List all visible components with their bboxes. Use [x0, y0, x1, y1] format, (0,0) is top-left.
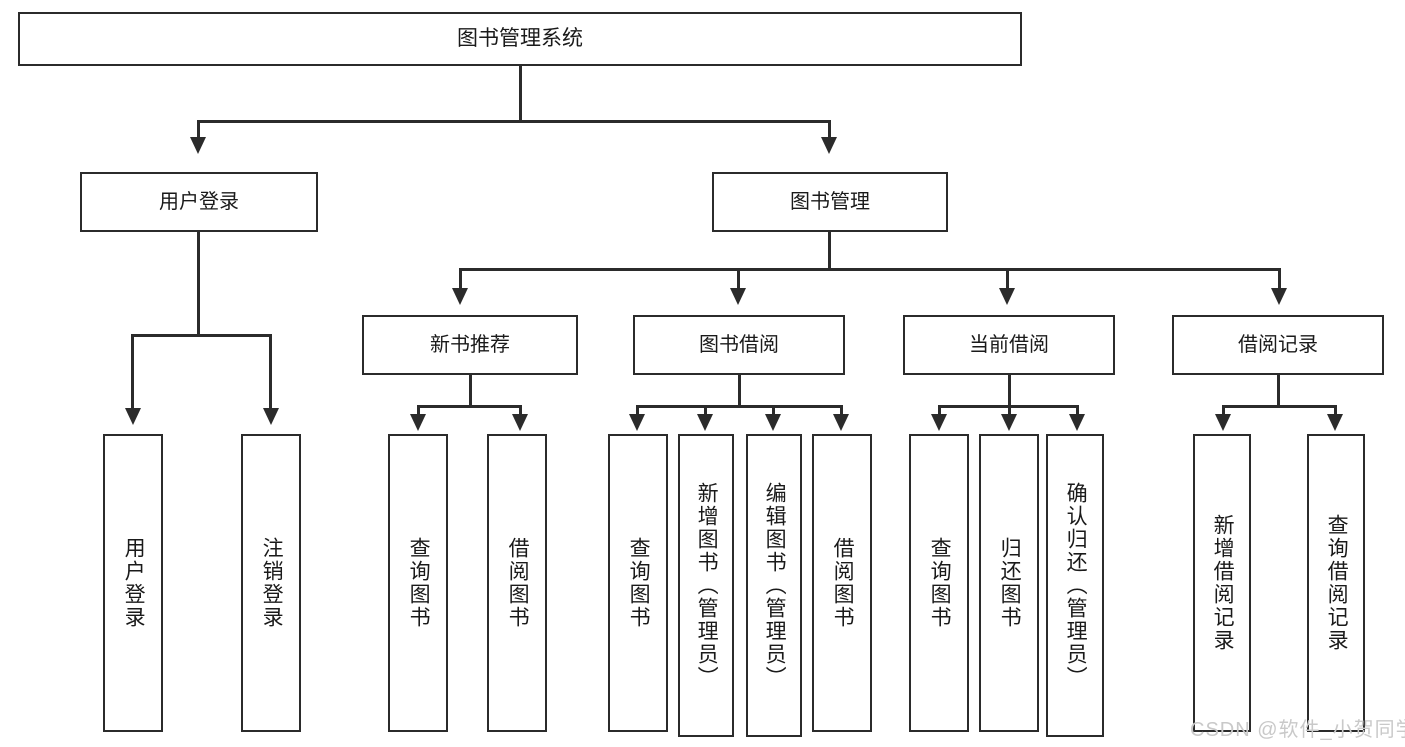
- connector-bookmanage-drop-2: [737, 268, 740, 290]
- leaf-new-book-rec-1-label: 查询图书: [407, 537, 431, 629]
- connector-currentborrow-drop-2: [1008, 405, 1011, 417]
- leaf-book-borrow-1[interactable]: 查询图书: [608, 434, 668, 732]
- leaf-book-borrow-2[interactable]: 新增图书（管理员）: [678, 434, 734, 737]
- node-borrow-record[interactable]: 借阅记录: [1172, 315, 1384, 375]
- connector-borrowrecord-drop-2: [1334, 405, 1337, 417]
- leaf-current-borrow-2[interactable]: 归还图书: [979, 434, 1039, 732]
- connector-bookmanage-drop-1: [459, 268, 462, 290]
- arrow-bookborrow-to-leaf-3: [765, 414, 781, 431]
- csdn-watermark: CSDN @软件_小贺同学: [1190, 719, 1405, 741]
- connector-userlogin-drop-1: [131, 334, 134, 410]
- leaf-book-borrow-3[interactable]: 编辑图书（管理员）: [746, 434, 802, 737]
- connector-bookmanage-stem: [828, 232, 831, 270]
- connector-bookborrow-drop-3: [772, 405, 775, 417]
- leaf-current-borrow-1[interactable]: 查询图书: [909, 434, 969, 732]
- arrow-newbookrec-to-leaf-1: [410, 414, 426, 431]
- leaf-new-book-rec-2[interactable]: 借阅图书: [487, 434, 547, 732]
- node-current-borrow[interactable]: 当前借阅: [903, 315, 1115, 375]
- leaf-book-borrow-1-label: 查询图书: [627, 537, 651, 629]
- connector-borrowrecord-stem: [1277, 375, 1280, 407]
- connector-newbookrec-stem: [469, 375, 472, 407]
- arrow-bookmanage-to-book-borrow: [730, 288, 746, 305]
- connector-newbookrec-drop-2: [519, 405, 522, 417]
- leaf-user-login-1-label: 用户登录: [122, 537, 146, 629]
- connector-bookmanage-bar: [459, 268, 1281, 271]
- node-new-book-rec[interactable]: 新书推荐: [362, 315, 578, 375]
- arrow-userlogin-to-leaf-1: [125, 408, 141, 425]
- connector-userlogin-drop-2: [269, 334, 272, 410]
- leaf-new-book-rec-1[interactable]: 查询图书: [388, 434, 448, 732]
- connector-bookmanage-drop-4: [1278, 268, 1281, 290]
- connector-newbookrec-drop-1: [417, 405, 420, 417]
- connector-borrowrecord-bar: [1222, 405, 1337, 408]
- leaf-book-borrow-4-label: 借阅图书: [831, 537, 855, 629]
- leaf-current-borrow-3[interactable]: 确认归还（管理员）: [1046, 434, 1104, 737]
- node-root[interactable]: 图书管理系统: [18, 12, 1022, 66]
- arrow-bookborrow-to-leaf-2: [697, 414, 713, 431]
- arrow-borrowrecord-to-leaf-1: [1215, 414, 1231, 431]
- node-current-borrow-label: 当前借阅: [969, 333, 1049, 356]
- leaf-current-borrow-3-label: 确认归还（管理员）: [1064, 482, 1088, 689]
- node-borrow-record-label: 借阅记录: [1238, 333, 1318, 356]
- node-book-manage-label: 图书管理: [790, 190, 870, 213]
- connector-bookmanage-drop-3: [1006, 268, 1009, 290]
- connector-currentborrow-stem: [1008, 375, 1011, 407]
- leaf-borrow-record-1-label: 新增借阅记录: [1211, 514, 1235, 652]
- leaf-borrow-record-2[interactable]: 查询借阅记录: [1307, 434, 1365, 732]
- connector-root-stem: [519, 66, 522, 122]
- arrow-bookborrow-to-leaf-4: [833, 414, 849, 431]
- arrow-root-to-user-login: [190, 137, 206, 154]
- leaf-book-borrow-2-label: 新增图书（管理员）: [695, 482, 719, 689]
- connector-newbookrec-bar: [417, 405, 522, 408]
- connector-root-drop-1: [197, 120, 200, 140]
- arrow-root-to-book-manage: [821, 137, 837, 154]
- node-root-label: 图书管理系统: [457, 26, 583, 50]
- leaf-borrow-record-1[interactable]: 新增借阅记录: [1193, 434, 1251, 732]
- node-user-login-label: 用户登录: [159, 190, 239, 213]
- connector-root-drop-2: [828, 120, 831, 140]
- leaf-book-borrow-4[interactable]: 借阅图书: [812, 434, 872, 732]
- connector-userlogin-bar: [131, 334, 272, 337]
- arrow-newbookrec-to-leaf-2: [512, 414, 528, 431]
- connector-bookborrow-stem: [738, 375, 741, 407]
- leaf-current-borrow-1-label: 查询图书: [928, 537, 952, 629]
- arrow-userlogin-to-leaf-2: [263, 408, 279, 425]
- connector-bookborrow-drop-2: [704, 405, 707, 417]
- leaf-borrow-record-2-label: 查询借阅记录: [1325, 514, 1349, 652]
- connector-bookborrow-drop-1: [636, 405, 639, 417]
- arrow-currentborrow-to-leaf-2: [1001, 414, 1017, 431]
- leaf-book-borrow-3-label: 编辑图书（管理员）: [763, 482, 787, 689]
- node-new-book-rec-label: 新书推荐: [430, 333, 510, 356]
- connector-currentborrow-drop-3: [1076, 405, 1079, 417]
- arrow-bookmanage-to-new-book-rec: [452, 288, 468, 305]
- leaf-user-login-2[interactable]: 注销登录: [241, 434, 301, 732]
- node-user-login[interactable]: 用户登录: [80, 172, 318, 232]
- node-book-borrow[interactable]: 图书借阅: [633, 315, 845, 375]
- leaf-user-login-1[interactable]: 用户登录: [103, 434, 163, 732]
- node-book-manage[interactable]: 图书管理: [712, 172, 948, 232]
- leaf-user-login-2-label: 注销登录: [260, 537, 284, 629]
- arrow-borrowrecord-to-leaf-2: [1327, 414, 1343, 431]
- leaf-new-book-rec-2-label: 借阅图书: [506, 537, 530, 629]
- arrow-bookmanage-to-current-borrow: [999, 288, 1015, 305]
- connector-bookborrow-drop-4: [840, 405, 843, 417]
- connector-bookborrow-bar: [636, 405, 842, 408]
- arrow-currentborrow-to-leaf-3: [1069, 414, 1085, 431]
- connector-userlogin-stem: [197, 232, 200, 336]
- node-book-borrow-label: 图书借阅: [699, 333, 779, 356]
- arrow-currentborrow-to-leaf-1: [931, 414, 947, 431]
- connector-borrowrecord-drop-1: [1222, 405, 1225, 417]
- connector-currentborrow-drop-1: [938, 405, 941, 417]
- arrow-bookborrow-to-leaf-1: [629, 414, 645, 431]
- arrow-bookmanage-to-borrow-record: [1271, 288, 1287, 305]
- connector-root-bar: [197, 120, 831, 123]
- leaf-current-borrow-2-label: 归还图书: [998, 537, 1022, 629]
